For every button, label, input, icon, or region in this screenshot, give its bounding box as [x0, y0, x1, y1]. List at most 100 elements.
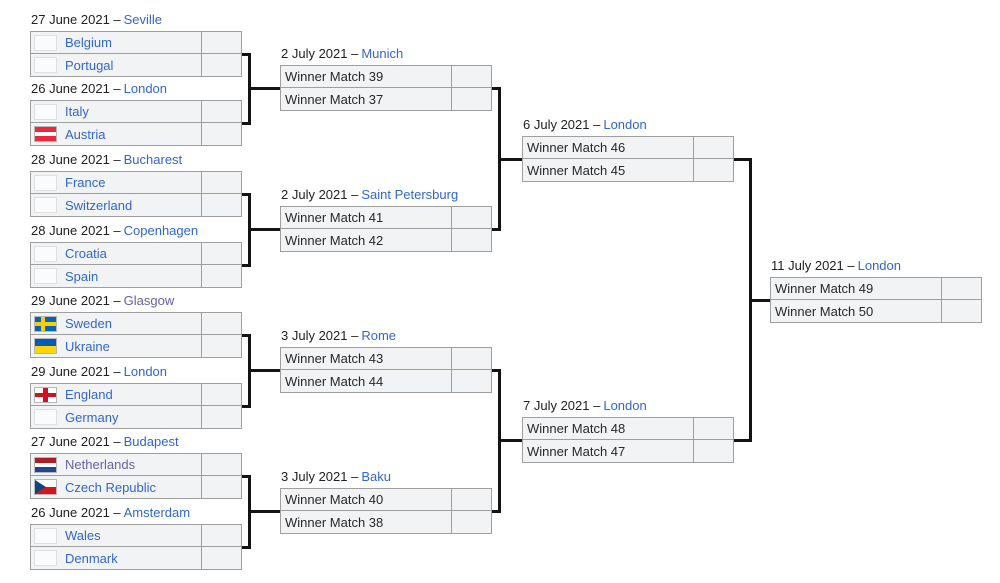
city-link[interactable]: London [123, 364, 168, 379]
match-date: 29 June 2021 – [31, 293, 121, 308]
team-link[interactable]: Sweden [65, 316, 112, 331]
bracket-connector [492, 228, 501, 231]
bracket-connector [248, 87, 280, 90]
match-date: 29 June 2021 – [31, 364, 121, 379]
team-row: Austria [30, 123, 242, 146]
team-row: Netherlands [30, 453, 242, 476]
match-r16-3: 28 June 2021 –Bucharest France Switzerla… [30, 151, 242, 217]
score-cell [201, 525, 241, 546]
match-sf-2: 7 July 2021 –London Winner Match 48 Winn… [522, 397, 734, 463]
team-row: England [30, 383, 242, 406]
flag-placeholder [35, 104, 56, 119]
team-row: Czech Republic [30, 476, 242, 499]
team-link[interactable]: Austria [65, 126, 106, 142]
city-link[interactable]: Bucharest [123, 152, 183, 167]
team-link[interactable]: Denmark [65, 550, 118, 566]
bracket-connector [242, 475, 251, 478]
match-header: 29 June 2021 –London [30, 363, 242, 383]
flag-placeholder [35, 198, 56, 212]
flag-placeholder [35, 269, 56, 283]
team-link[interactable]: Croatia [65, 246, 107, 261]
team-link[interactable]: Spain [65, 268, 99, 284]
flag-placeholder [35, 246, 56, 261]
team-row: Ukraine [30, 335, 242, 358]
bracket-connector [242, 334, 251, 337]
team-row: Germany [30, 406, 242, 429]
city-link[interactable]: Seville [123, 12, 162, 27]
match-date: 3 July 2021 – [281, 469, 359, 484]
team-link[interactable]: Germany [65, 409, 119, 425]
winner-placeholder-label: Winner Match 46 [527, 140, 626, 155]
bracket-connector [498, 439, 522, 442]
flag-placeholder [35, 551, 56, 565]
match-header: 28 June 2021 –Copenhagen [30, 222, 242, 242]
city-link[interactable]: Munich [361, 46, 404, 61]
team-link[interactable]: Wales [65, 528, 101, 543]
match-header: 7 July 2021 –London [522, 397, 734, 417]
score-cell [201, 476, 241, 498]
city-link[interactable]: London [123, 81, 168, 96]
team-link[interactable]: Czech Republic [65, 479, 157, 495]
city-link[interactable]: Baku [361, 469, 391, 484]
team-link[interactable]: Italy [65, 104, 89, 119]
match-header: 11 July 2021 –London [770, 257, 982, 277]
score-cell [201, 194, 241, 216]
score-cell [451, 88, 491, 110]
team-link[interactable]: Netherlands [65, 457, 136, 472]
team-row: Switzerland [30, 194, 242, 217]
score-cell [201, 101, 241, 122]
city-link[interactable]: London [603, 117, 647, 132]
score-cell [693, 159, 733, 181]
match-date: 27 June 2021 – [31, 434, 121, 449]
team-link[interactable]: Belgium [65, 35, 112, 50]
team-row: Winner Match 45 [522, 159, 734, 182]
team-row: Belgium [30, 31, 242, 54]
team-row: Winner Match 42 [280, 229, 492, 252]
match-final: 11 July 2021 –London Winner Match 49 Win… [770, 257, 982, 323]
austria-flag-icon [35, 127, 56, 141]
match-date: 28 June 2021 – [31, 152, 121, 167]
match-qf-2: 2 July 2021 –Saint Petersburg Winner Mat… [280, 186, 492, 252]
winner-placeholder-label: Winner Match 49 [775, 281, 874, 296]
match-date: 2 July 2021 – [281, 46, 359, 61]
team-row: Croatia [30, 242, 242, 265]
match-sf-1: 6 July 2021 –London Winner Match 46 Winn… [522, 116, 734, 182]
bracket-connector [248, 228, 280, 231]
city-link[interactable]: Budapest [123, 434, 179, 449]
winner-placeholder-label: Winner Match 38 [285, 514, 384, 530]
score-cell [451, 348, 491, 369]
bracket-connector [734, 439, 752, 442]
winner-placeholder-label: Winner Match 37 [285, 91, 384, 107]
city-link[interactable]: London [857, 258, 901, 273]
city-link[interactable]: Saint Petersburg [361, 187, 459, 202]
bracket-connector [734, 158, 752, 161]
team-link[interactable]: Portugal [65, 57, 114, 73]
match-header: 28 June 2021 –Bucharest [30, 151, 242, 171]
score-cell [451, 229, 491, 251]
city-link[interactable]: Copenhagen [123, 223, 199, 238]
city-link[interactable]: Amsterdam [123, 505, 191, 520]
winner-placeholder-label: Winner Match 45 [527, 162, 626, 178]
match-r16-8: 26 June 2021 –Amsterdam Wales Denmark [30, 504, 242, 570]
team-link[interactable]: Ukraine [65, 338, 110, 354]
team-row: Italy [30, 100, 242, 123]
city-link[interactable]: London [603, 398, 647, 413]
team-row: Winner Match 41 [280, 206, 492, 229]
team-link[interactable]: Switzerland [65, 197, 133, 213]
match-r16-2: 26 June 2021 –London Italy Austria [30, 80, 242, 146]
team-link[interactable]: England [65, 387, 113, 402]
team-row: Winner Match 49 [770, 277, 982, 300]
team-row: Winner Match 38 [280, 511, 492, 534]
city-link[interactable]: Rome [361, 328, 397, 343]
match-date: 27 June 2021 – [31, 12, 121, 27]
score-cell [201, 54, 241, 76]
score-cell [201, 384, 241, 405]
team-row: Winner Match 40 [280, 488, 492, 511]
score-cell [451, 370, 491, 392]
team-link[interactable]: France [65, 175, 106, 190]
winner-placeholder-label: Winner Match 40 [285, 492, 384, 507]
city-link[interactable]: Glasgow [123, 293, 175, 308]
sweden-flag-icon [35, 316, 56, 331]
score-cell [201, 313, 241, 334]
winner-placeholder-label: Winner Match 48 [527, 421, 626, 436]
